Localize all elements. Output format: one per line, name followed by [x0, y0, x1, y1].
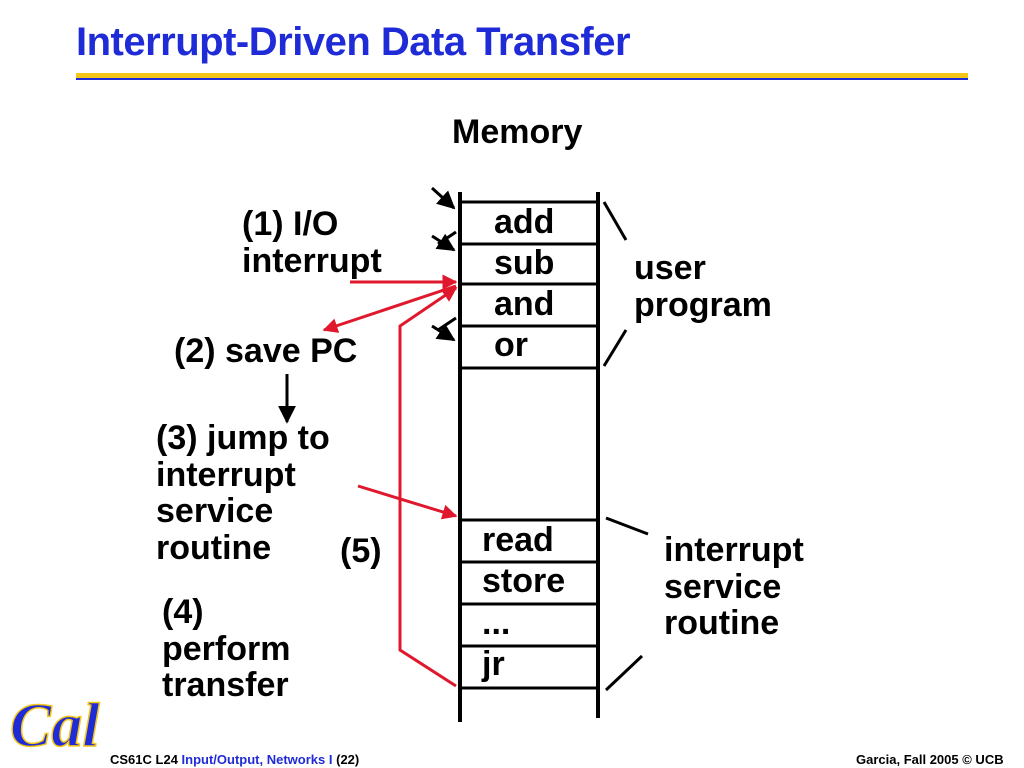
- memory-label: Memory: [452, 113, 583, 151]
- svg-text:Cal: Cal: [10, 692, 100, 756]
- memory-cell-or: or: [494, 326, 528, 364]
- title-underline: [76, 73, 968, 78]
- flow-arrow: [430, 186, 456, 210]
- memory-cell-read: read: [482, 521, 554, 559]
- flow-arrow-stub: [437, 230, 457, 246]
- step4-perform-transfer-label: (4) perform transfer: [162, 593, 291, 705]
- memory-cell-sub: sub: [494, 244, 555, 282]
- step3-jump-label: (3) jump to interrupt service routine: [156, 419, 330, 568]
- memory-cell-add: add: [494, 203, 555, 241]
- isr-bracket-bottom: [604, 654, 644, 692]
- footer-page: (22): [336, 752, 360, 767]
- save-pc-arrow: [322, 284, 457, 333]
- cal-logo: Cal: [9, 691, 101, 756]
- flow-arrow: [431, 233, 456, 252]
- isr-label: interrupt service routine: [664, 531, 804, 643]
- footer-course-info: CS61C L24 Input/Output, Networks I (22): [110, 752, 359, 767]
- jump-isr-arrow: [357, 484, 458, 520]
- footer-topic: Input/Output, Networks I: [181, 752, 333, 767]
- title-underline-blue: [76, 78, 968, 80]
- memory-cell-ellipsis: ...: [482, 604, 511, 642]
- memory-cell-and: and: [494, 285, 555, 323]
- user-program-bracket-bottom: [602, 329, 628, 367]
- user-program-label: user program: [634, 249, 772, 324]
- user-program-bracket-top: [602, 201, 628, 241]
- flow-arrow: [431, 323, 456, 342]
- step5-label: (5): [340, 532, 382, 570]
- memory-cell-store: store: [482, 562, 566, 600]
- footer-credit: Garcia, Fall 2005 © UCB: [856, 752, 1004, 767]
- step1-io-interrupt-label: (1) I/O interrupt: [242, 205, 382, 280]
- footer-course: CS61C L24: [110, 752, 178, 767]
- return-arrow: [398, 286, 458, 688]
- memory-cell-jr: jr: [482, 645, 505, 683]
- slide-title: Interrupt-Driven Data Transfer: [76, 20, 631, 64]
- isr-bracket-top: [605, 516, 649, 536]
- flow-arrow-stub: [437, 316, 457, 332]
- step2-save-pc-label: (2) save PC: [174, 332, 358, 370]
